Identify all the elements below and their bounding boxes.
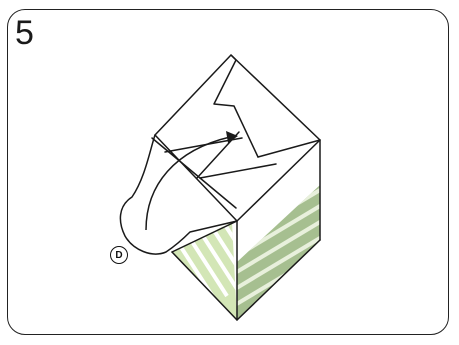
box-top-rim [155,55,320,221]
fold-direction-arrow [146,131,238,230]
right-face-shading [230,184,330,320]
callout-label-d: D [110,246,128,264]
